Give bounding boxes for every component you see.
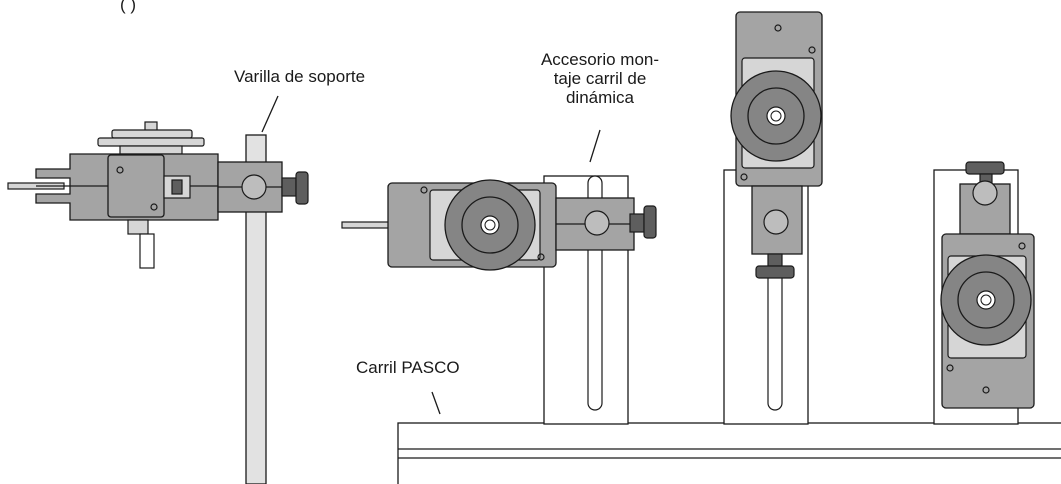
left-rotary-sensor [7,121,309,269]
vertical-rotary-sensor-up [730,11,823,279]
mount-accessory-leader [589,129,601,163]
support-rod [245,134,267,484]
pasco-track [397,422,1061,484]
middle-rotary-sensor [341,179,657,271]
mount-accessory-label-line1: Accesorio mon- [541,50,659,69]
vertical-rotary-sensor-down [940,161,1035,409]
support-rod-label: Varilla de soporte [234,67,365,86]
pasco-track-leader [431,391,441,415]
pasco-track-label: Carril PASCO [356,358,460,377]
mount-accessory-label-line3: dinámica [566,88,635,107]
mount-accessory-label-line2: taje carril de [554,69,647,88]
support-rod-leader [261,95,279,133]
top-fragment-text: ( ) [120,0,136,14]
